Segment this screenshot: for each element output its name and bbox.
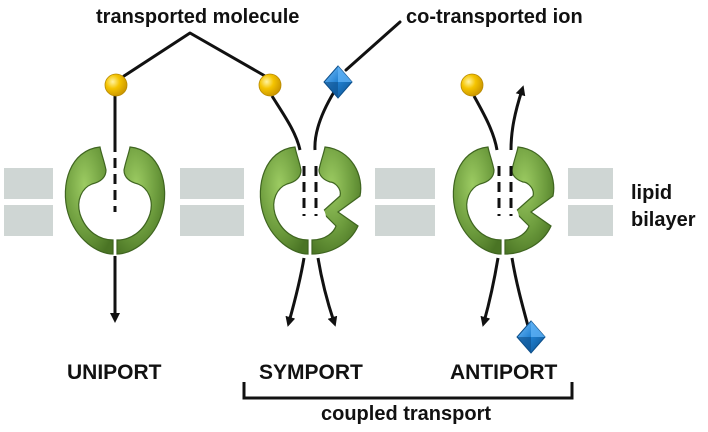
transported-molecule-label: transported molecule [96, 6, 300, 28]
antiport-ion-icon [516, 320, 546, 354]
bilayer-segment-2-top [180, 168, 244, 199]
symport-paths [270, 91, 338, 327]
transported-molecule-pointer [122, 31, 267, 78]
bilayer-segment-4-bottom [568, 205, 613, 236]
symport-molecule-icon [258, 73, 282, 97]
bilayer-segment-3-bottom [375, 205, 435, 236]
coupled-transport-bracket [242, 382, 574, 400]
bilayer-segment-1-top [4, 168, 53, 199]
bilayer-segment-1-bottom [4, 205, 53, 236]
uniport-label: UNIPORT [67, 361, 162, 384]
lipid-bilayer-label: lipid bilayer [631, 180, 695, 234]
transported-molecules [104, 73, 484, 97]
antiport-molecule-icon [460, 73, 484, 97]
symport-molecule-arrow [285, 257, 306, 327]
antiport-carrier-protein [452, 146, 555, 255]
bilayer-segment-4-top [568, 168, 613, 199]
antiport-ion-arrow-up [509, 85, 526, 151]
label-pointer-lines [122, 20, 402, 78]
bilayer-segment-2-bottom [180, 205, 244, 236]
symport-carrier-protein [259, 146, 362, 255]
lipid-bilayer-label-line1: lipid [631, 182, 673, 204]
uniport-molecule-icon [104, 73, 128, 97]
symport-ion-arrow [316, 257, 338, 327]
lipid-bilayer-label-line2: bilayer [631, 209, 696, 231]
antiport-molecule-arrow [480, 257, 500, 327]
coupled-transport-label: coupled transport [321, 403, 492, 425]
antiport-ion-path-bottom [510, 257, 530, 327]
antiport-paths [472, 85, 530, 327]
symport-ion-icon [323, 65, 353, 99]
co-transported-ion-label: co-transported ion [406, 6, 583, 28]
uniport-carrier-protein [64, 146, 166, 255]
symport-molecule-path-top [270, 95, 302, 151]
symport-label: SYMPORT [259, 361, 363, 384]
symport-ion-path-top [313, 91, 336, 151]
co-transported-ion-pointer [344, 20, 402, 72]
lipid-bilayer [4, 168, 613, 236]
antiport-molecule-path-top [472, 95, 499, 151]
bilayer-segment-3-top [375, 168, 435, 199]
antiport-label: ANTIPORT [450, 361, 558, 384]
co-transported-ions [323, 65, 546, 354]
